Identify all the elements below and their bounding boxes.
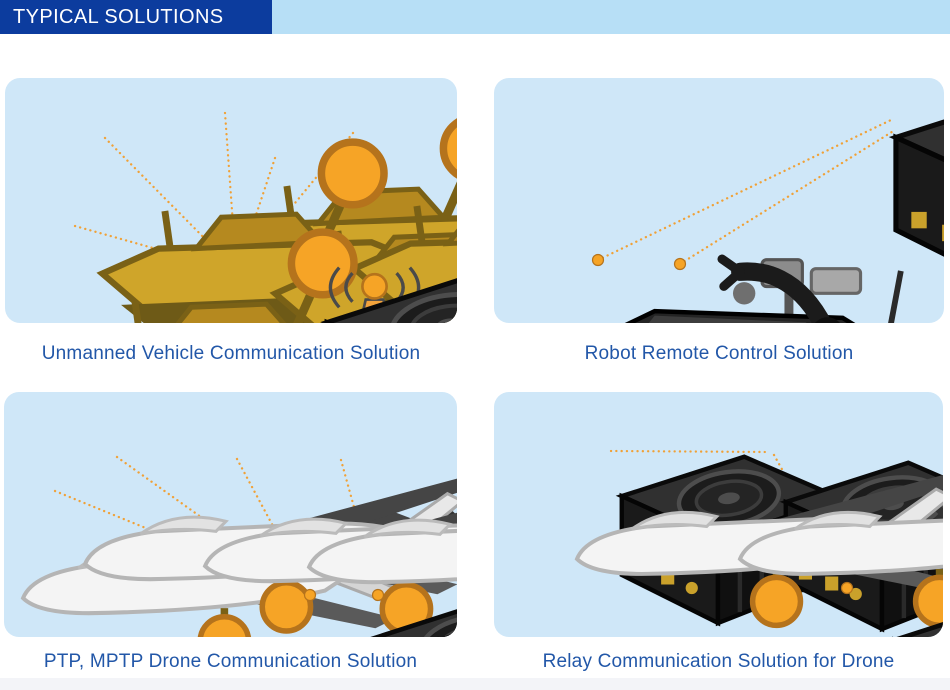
antenna-dot: [371, 588, 385, 602]
antenna-dot: [591, 253, 605, 267]
antenna-dot: [840, 581, 854, 595]
section-title-banner: TYPICAL SOLUTIONS: [0, 0, 272, 34]
panel-unmanned-vehicle: [5, 78, 457, 323]
section-title: TYPICAL SOLUTIONS: [13, 5, 224, 28]
footer-strip: [0, 678, 950, 690]
panel-caption: Unmanned Vehicle Communication Solution: [41, 343, 421, 364]
radio-unit-icon: [896, 91, 944, 286]
antenna-dot: [673, 257, 687, 271]
panel-robot-remote-control: [494, 78, 944, 323]
robot-remote-control-illustration: [494, 78, 944, 323]
panel-caption: Relay Communication Solution for Drone: [542, 651, 895, 672]
antenna-dot: [303, 588, 317, 602]
link-lines: [596, 118, 897, 266]
relay-drone-illustration: [494, 449, 943, 637]
unmanned-vehicle-illustration: [5, 111, 457, 323]
panel-ptp-mptp-drone: [4, 392, 457, 637]
ptp-mptp-drone-illustration: [4, 455, 457, 637]
header-strip: [272, 0, 950, 34]
panel-caption: PTP, MPTP Drone Communication Solution: [43, 651, 418, 672]
panel-caption: Robot Remote Control Solution: [584, 343, 854, 364]
panel-relay-drone: [494, 392, 943, 637]
